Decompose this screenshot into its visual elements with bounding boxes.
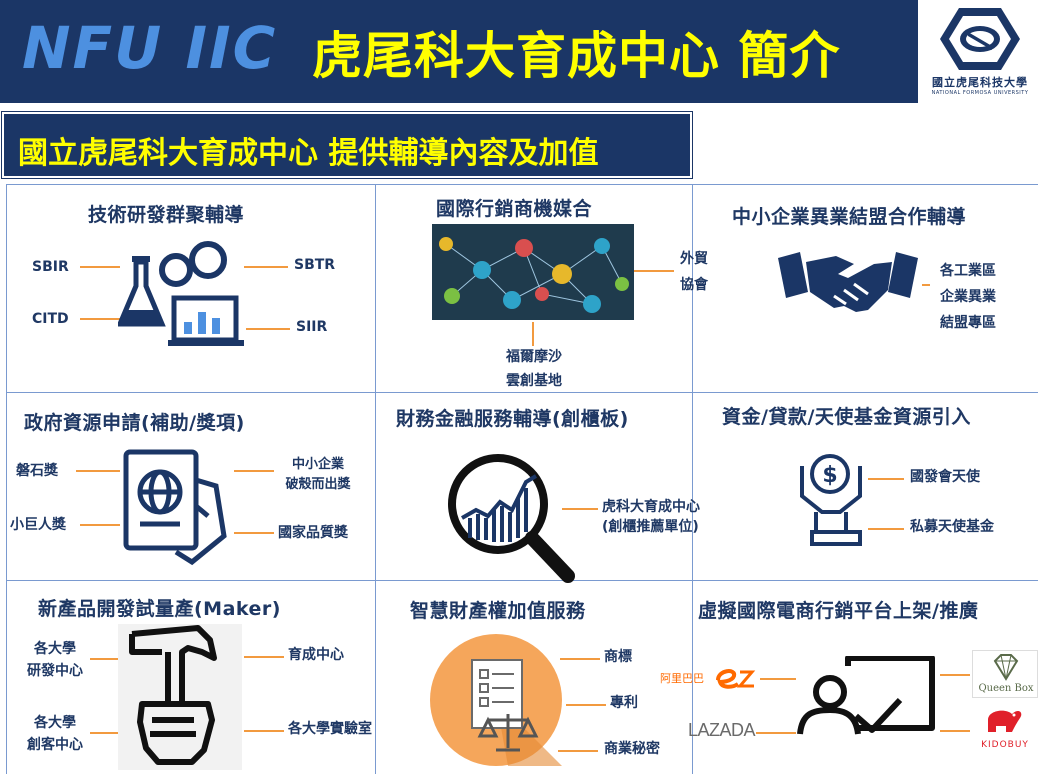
connector-trademark: [560, 658, 600, 660]
label-nfu-incubator-line2: (創櫃推薦單位): [602, 519, 699, 535]
alibaba-logo: 阿里巴巴: [660, 666, 760, 690]
label-national-quality: 國家品質獎: [278, 525, 348, 541]
label-industrial-line3: 結盟專區: [940, 315, 996, 331]
hammer-hand-icon: [118, 624, 242, 770]
cell-title-gov: 政府資源申請(補助/獎項): [24, 412, 245, 434]
label-trademark: 商標: [604, 649, 632, 665]
label-private-angel: 私募天使基金: [910, 519, 994, 535]
handshake-icon: [778, 252, 918, 312]
connector-ndc-angel: [868, 478, 904, 480]
connector-patent: [566, 704, 606, 706]
cell-title-funding: 資金/貸款/天使基金資源引入: [722, 406, 971, 428]
label-univ-maker-line2: 創客中心: [27, 737, 83, 753]
header-banner: NFU IIC 虎尾科大育成中心 簡介: [0, 0, 918, 103]
connector-univ-lab: [244, 730, 284, 732]
research-lab-icon: [118, 241, 244, 346]
label-sme-award-line2: 破殼而出獎: [285, 477, 351, 492]
subtitle-banner: 國立虎尾科大育成中心 提供輔導內容及加值: [1, 111, 693, 179]
magnifier-analytics-icon: [448, 454, 575, 583]
label-sbtr: SBTR: [294, 257, 336, 273]
cell-title-marketing: 國際行銷商機媒合: [436, 198, 593, 220]
label-industrial-line1: 各工業區: [940, 263, 996, 279]
connector-trade-assoc: [634, 270, 674, 272]
connector-kidobuy: [940, 730, 970, 732]
label-formosa-line2: 雲創基地: [506, 373, 562, 389]
queenbox-label: Queen Box: [978, 683, 1034, 694]
connector-industrial: [922, 284, 930, 286]
label-univ-lab: 各大學實驗室: [288, 721, 372, 737]
lazada-logo: LAZADA: [688, 720, 756, 740]
label-univ-maker-line1: 各大學: [34, 715, 76, 731]
grid-divider-horizontal-2: [6, 580, 1038, 581]
label-nfu-incubator-line1: 虎科大育成中心: [602, 499, 700, 515]
grid-border-top: [6, 184, 1038, 185]
connector-little-giant: [80, 524, 120, 526]
university-name: 國立虎尾科技大學: [932, 76, 1028, 89]
connector-queenbox: [940, 674, 970, 676]
label-sbir: SBIR: [32, 259, 69, 275]
grid-divider-horizontal-1: [6, 392, 1038, 393]
connector-pan-shi: [76, 470, 120, 472]
label-trade-secret: 商業秘密: [604, 741, 660, 757]
passport-application-icon: [123, 449, 227, 566]
ecommerce-user-screen-icon: [797, 656, 935, 735]
connector-univ-rd: [90, 658, 120, 660]
ip-document-scale-icon: [430, 634, 562, 766]
label-sme-award-line1: 中小企業: [291, 457, 344, 472]
subtitle-text: 國立虎尾科大育成中心 提供輔導內容及加值: [18, 136, 599, 171]
connector-trade-secret: [558, 750, 598, 752]
queenbox-logo: Queen Box: [972, 650, 1038, 698]
cell-title-ip: 智慧財產權加值服務: [410, 600, 586, 622]
connector-formosa: [532, 322, 534, 346]
brand-logo-text: NFU IIC: [22, 14, 278, 82]
label-univ-rd-line1: 各大學: [34, 641, 76, 657]
connector-univ-maker: [90, 732, 120, 734]
label-industrial-line2: 企業異業: [940, 289, 996, 305]
grid-divider-vertical-1: [375, 184, 376, 774]
label-pan-shi: 磐石獎: [16, 463, 58, 479]
kidobuy-elephant-icon: [988, 710, 1022, 732]
grid-border-left: [6, 184, 7, 774]
label-little-giant: 小巨人獎: [10, 517, 66, 533]
page-title: 虎尾科大育成中心 簡介: [312, 27, 841, 85]
connector-siir: [246, 328, 290, 330]
label-trade-assoc-line2: 協會: [680, 277, 708, 293]
connector-national-quality: [234, 532, 274, 534]
connector-private-angel: [868, 528, 904, 530]
kidobuy-label: KIDOBUY: [981, 740, 1029, 750]
cell-title-ecommerce: 虛擬國際電商行銷平台上架/推廣: [698, 600, 979, 622]
label-trade-assoc-line1: 外貿: [680, 251, 708, 267]
svg-text:$: $: [822, 463, 837, 488]
network-marketing-icon: [432, 224, 634, 320]
connector-sbtr: [244, 266, 288, 268]
alibaba-label: 阿里巴巴: [660, 672, 704, 685]
connector-sbir: [80, 266, 120, 268]
label-ndc-angel: 國發會天使: [910, 469, 980, 485]
connector-alibaba: [760, 678, 796, 680]
alibaba-e-icon: [716, 669, 756, 689]
label-patent: 專利: [610, 695, 638, 711]
connector-nfu-incubator: [562, 508, 598, 510]
cell-title-tech: 技術研發群聚輔導: [88, 204, 245, 226]
cell-title-maker: 新產品開發試量產(Maker): [38, 598, 281, 620]
label-citd: CITD: [32, 311, 69, 327]
university-emblem-icon: [940, 8, 1020, 70]
connector-sme-award: [234, 470, 274, 472]
label-univ-rd-line2: 研發中心: [27, 663, 83, 679]
university-english-name: NATIONAL FORMOSA UNIVERSITY: [931, 90, 1029, 96]
cell-title-alliance: 中小企業異業結盟合作輔導: [732, 206, 967, 228]
money-hand-icon: $: [800, 454, 862, 546]
label-siir: SIIR: [296, 319, 328, 335]
label-formosa-line1: 福爾摩沙: [506, 349, 562, 365]
queenbox-diamond-icon: [993, 654, 1019, 681]
kidobuy-logo: KIDOBUY: [972, 706, 1038, 758]
connector-lazada: [756, 732, 796, 734]
grid-divider-vertical-2: [692, 184, 693, 774]
university-logo: 國立虎尾科技大學 NATIONAL FORMOSA UNIVERSITY: [920, 2, 1040, 102]
label-incubation: 育成中心: [288, 647, 344, 663]
connector-citd: [80, 318, 120, 320]
connector-incubation: [244, 656, 284, 658]
cell-title-finance: 財務金融服務輔導(創櫃板): [396, 408, 629, 430]
